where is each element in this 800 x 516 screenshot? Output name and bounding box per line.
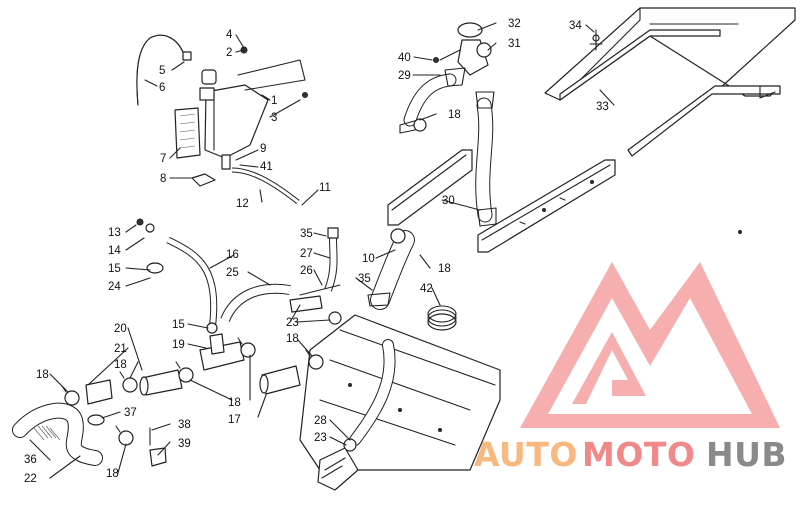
upper-hose	[399, 67, 466, 134]
heat-exchanger-upper	[387, 149, 473, 226]
callout-8: 8	[160, 173, 166, 185]
callout-27: 27	[300, 248, 313, 260]
small-hose-upper	[324, 227, 339, 292]
spring-clamp	[427, 305, 457, 331]
callout-13: 13	[108, 227, 121, 239]
callout-12: 12	[236, 198, 249, 210]
callout-23-upper: 23	[286, 317, 299, 329]
callout-42: 42	[420, 283, 433, 295]
callout-18-right: 18	[438, 263, 451, 275]
callout-18-center: 18	[286, 333, 299, 345]
callout-5: 5	[159, 65, 165, 77]
callout-29: 29	[398, 70, 411, 82]
callout-7: 7	[160, 153, 166, 165]
watermark-hub: HUB	[706, 435, 787, 474]
watermark-moto: MOTO	[582, 435, 695, 474]
callout-10: 10	[362, 253, 375, 265]
callout-19: 19	[172, 339, 185, 351]
overflow-hose	[191, 154, 300, 204]
frame-bracket	[544, 7, 796, 157]
callout-2: 2	[226, 47, 232, 59]
callout-22: 22	[24, 473, 37, 485]
callout-18-thermostat: 18	[448, 109, 461, 121]
callout-6: 6	[159, 82, 165, 94]
callout-1: 1	[271, 95, 277, 107]
callout-18-clamp: 18	[106, 468, 119, 480]
callout-40: 40	[398, 52, 411, 64]
thermostat-housing	[433, 22, 492, 76]
callout-34: 34	[569, 20, 582, 32]
callout-30: 30	[442, 195, 455, 207]
coolant-tank	[174, 46, 308, 159]
elbow-hose	[367, 230, 415, 310]
callout-15-lower: 15	[172, 319, 185, 331]
callout-14: 14	[108, 245, 121, 257]
callout-17: 17	[228, 414, 241, 426]
corrugated-hose	[12, 402, 167, 467]
callout-16: 16	[226, 249, 239, 261]
callout-41: 41	[260, 161, 273, 173]
callout-9: 9	[260, 143, 266, 155]
callout-labels: 4 2 5 6 1 3 7 9 41 8 11 12 32 31 40 29 1…	[24, 18, 609, 485]
callout-25: 25	[226, 267, 239, 279]
callout-39: 39	[178, 438, 191, 450]
callout-18-bottom: 18	[228, 397, 241, 409]
callout-18-left: 18	[36, 369, 49, 381]
callout-3: 3	[271, 112, 277, 124]
leader-lines	[29, 22, 615, 479]
drain-hose	[317, 339, 396, 491]
straight-hose-17	[259, 365, 301, 395]
callout-36: 36	[24, 454, 37, 466]
bypass-hose	[475, 91, 497, 227]
callout-33: 33	[596, 101, 609, 113]
tunnel-plate	[299, 314, 501, 471]
long-hose	[136, 218, 291, 331]
callout-28: 28	[314, 415, 327, 427]
callout-37: 37	[124, 407, 137, 419]
callout-24: 24	[108, 281, 121, 293]
vent-hose	[136, 34, 192, 106]
callout-21: 21	[114, 343, 127, 355]
heat-exchanger-lower	[477, 159, 742, 253]
callout-35-upper: 35	[300, 228, 313, 240]
callout-18-middle: 18	[114, 359, 127, 371]
straight-hose-20	[139, 369, 183, 396]
callout-38: 38	[178, 419, 191, 431]
callout-23-lower: 23	[314, 432, 327, 444]
hose-clamps	[61, 118, 427, 452]
callout-35-lower: 35	[358, 273, 371, 285]
callout-32: 32	[508, 18, 521, 30]
callout-26: 26	[300, 265, 313, 277]
callout-11: 11	[319, 182, 331, 194]
callout-15-upper: 15	[108, 263, 121, 275]
coupler-hose-21	[85, 379, 113, 405]
callout-31: 31	[508, 38, 521, 50]
watermark-auto: AUTO	[474, 435, 578, 474]
callout-4: 4	[226, 29, 233, 41]
automotohub-logo	[520, 262, 780, 428]
callout-20: 20	[114, 323, 127, 335]
